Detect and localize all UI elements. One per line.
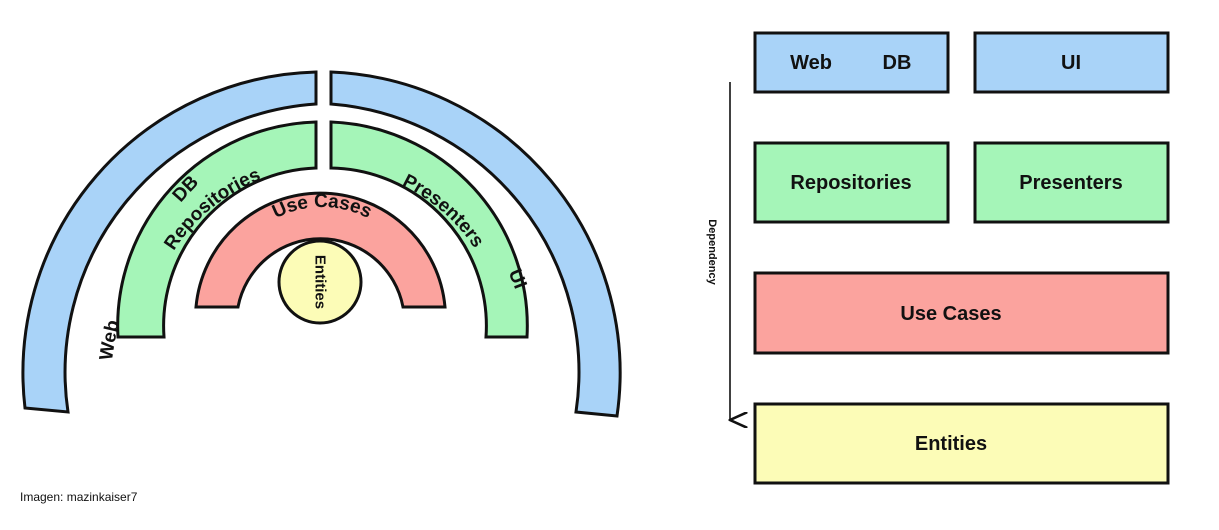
label-web: Web [96,318,124,361]
image-credit: Imagen: mazinkaiser7 [20,490,138,504]
box-repositories [753,141,950,224]
label-entities-core: Entities [312,255,329,309]
ring-inner-use-cases [194,191,447,309]
layers-diagram: Web DB UI Repositories Presenters Use Ca… [706,31,1170,485]
box-label-repositories: Repositories [790,172,911,194]
box-label-entities: Entities [915,433,987,455]
dependency-label: Dependency [706,219,718,285]
core-entities [277,239,363,325]
box-label-use-cases: Use Cases [900,303,1001,325]
box-label-presenters: Presenters [1019,172,1122,194]
box-web-db [753,31,950,94]
svg-text:Web: Web [96,318,124,361]
ring-middle-right [329,120,529,339]
box-entities [753,402,1170,485]
box-label-web: Web [790,52,832,74]
box-ui [973,31,1170,94]
box-use-cases [753,271,1170,355]
onion-diagram: Web DB UI Repositories Presenters Use Ca… [21,70,622,418]
box-label-db: DB [883,52,912,74]
ring-outer-right [329,70,622,418]
box-presenters [973,141,1170,224]
box-label-ui: UI [1061,52,1081,74]
ring-middle-left [116,120,318,339]
ring-outer-left [21,70,318,414]
